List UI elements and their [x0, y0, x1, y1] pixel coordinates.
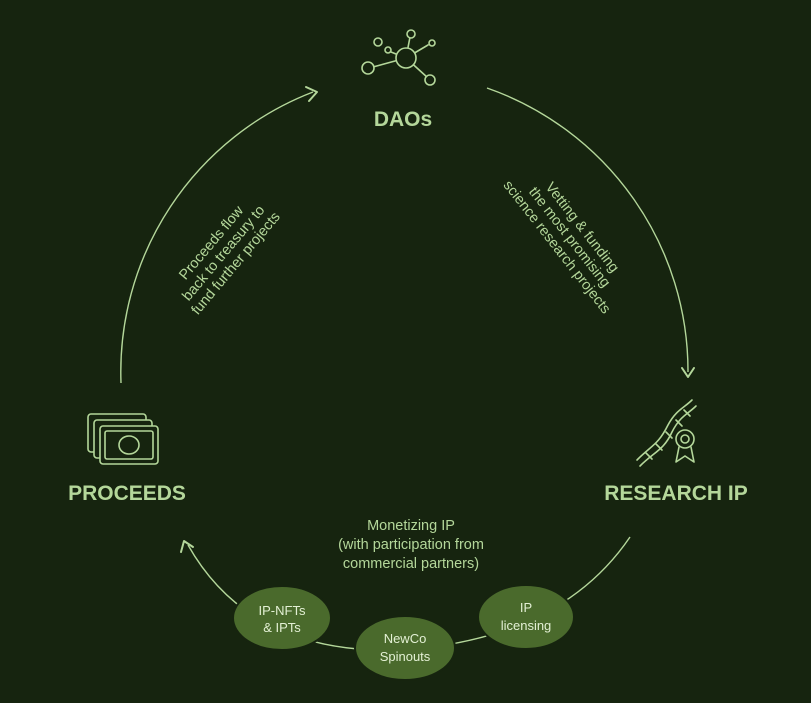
- pill-newco-line-1: NewCo: [384, 631, 427, 646]
- pill-licensing: IP licensing: [477, 584, 575, 650]
- arrowhead-proceeds: [180, 540, 194, 553]
- node-label-proceeds: PROCEEDS: [68, 482, 186, 505]
- edge-label-monetizing-line-2: (with participation from: [338, 537, 484, 553]
- pill-ip-nfts-line-2: & IPTs: [263, 620, 301, 635]
- edge-label-proceeds-flow: Proceeds flow back to treasury to fund f…: [176, 203, 283, 319]
- flow-arc-daos-to-research: [486, 87, 689, 373]
- pill-ip-nfts-line-1: IP-NFTs: [259, 603, 306, 618]
- pill-ip-nfts: IP-NFTs & IPTs: [232, 585, 332, 651]
- arrowhead-research: [681, 367, 695, 378]
- node-label-daos: DAOs: [374, 108, 432, 131]
- pill-licensing-line-1: IP: [520, 600, 532, 615]
- dna-certificate-icon: [636, 399, 697, 467]
- pill-newco-shape: [354, 615, 456, 681]
- pill-ip-nfts-shape: [232, 585, 332, 651]
- edge-label-monetizing-line-1: Monetizing IP: [367, 518, 455, 534]
- edge-label-vetting: Vetting & funding the most promising sci…: [500, 178, 622, 317]
- edge-label-monetizing: Monetizing IP (with participation from c…: [338, 518, 484, 572]
- pill-newco: NewCo Spinouts: [354, 615, 456, 681]
- pill-licensing-line-2: licensing: [501, 618, 552, 633]
- edge-label-monetizing-line-3: commercial partners): [343, 556, 479, 572]
- node-label-research-ip: RESEARCH IP: [604, 482, 748, 505]
- pill-newco-line-2: Spinouts: [380, 649, 431, 664]
- banknotes-icon: [87, 413, 159, 465]
- network-nodes-icon: [361, 29, 436, 86]
- flow-arc-proceeds-to-daos: [120, 91, 314, 384]
- pill-licensing-shape: [477, 584, 575, 650]
- arrowhead-daos: [305, 86, 318, 102]
